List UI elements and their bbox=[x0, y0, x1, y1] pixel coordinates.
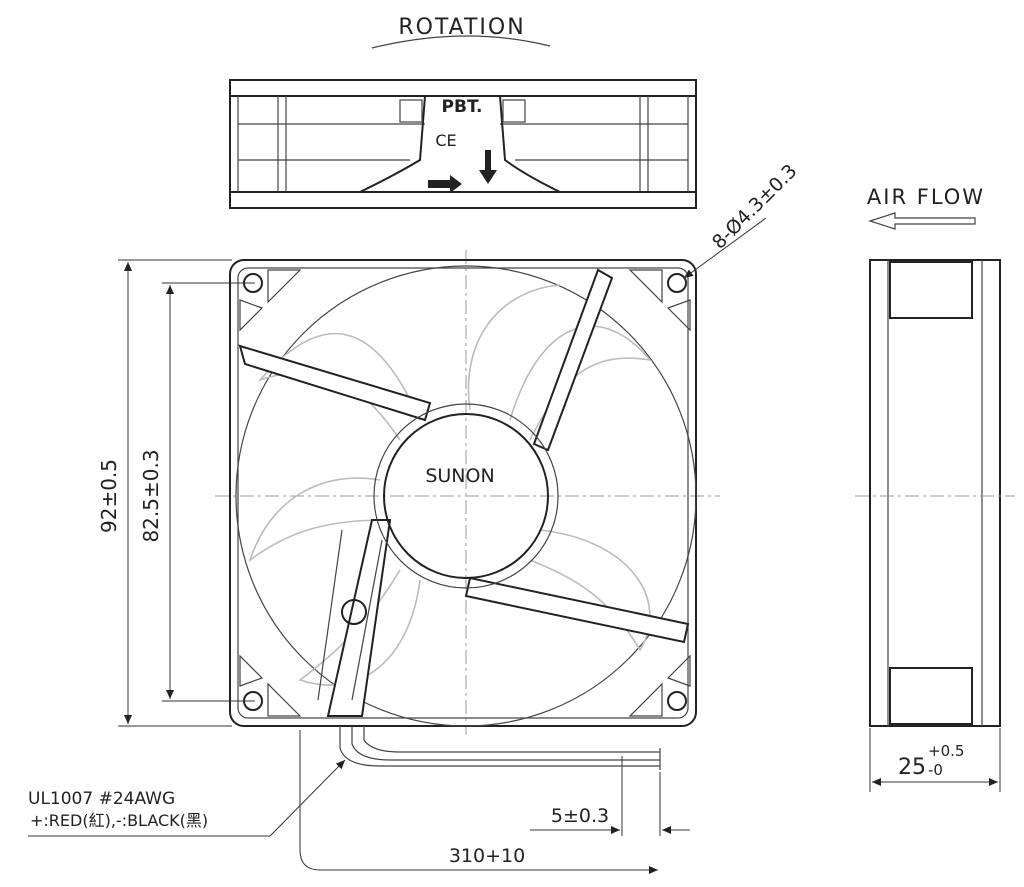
lead-dimensions: 5±0.3 310+10 bbox=[299, 730, 690, 874]
hub bbox=[383, 413, 549, 579]
airflow-label-group: AIR FLOW bbox=[867, 185, 985, 230]
left-dimensions: 92±0.5 82.5±0.3 bbox=[97, 259, 255, 727]
strip-length-label: 5±0.3 bbox=[551, 805, 609, 827]
side-view-frame bbox=[869, 259, 1001, 727]
hole-spec-callout: 8-Ø4.3±0.3 bbox=[683, 160, 802, 279]
strut-upper-left bbox=[238, 344, 432, 422]
wire-spec-callout: UL1007 #24AWG +:RED(紅),-:BLACK(黑) bbox=[28, 759, 346, 837]
airflow-direction-icon bbox=[868, 212, 976, 230]
airflow-arrow-icon bbox=[479, 150, 497, 184]
wire-spec-label: UL1007 #24AWG bbox=[28, 789, 175, 809]
top-view-frame bbox=[229, 79, 697, 209]
strut-lower-left bbox=[326, 519, 392, 717]
brand-label: SUNON bbox=[425, 465, 494, 487]
fan-opening bbox=[235, 265, 697, 727]
lead-wires bbox=[339, 726, 660, 767]
overall-size-label: 92±0.5 bbox=[97, 459, 121, 533]
hole-spec-label: 8-Ø4.3±0.3 bbox=[708, 160, 802, 254]
airflow-label: AIR FLOW bbox=[867, 185, 985, 209]
ce-mark: CE bbox=[435, 131, 456, 150]
strut-upper-right bbox=[532, 268, 614, 452]
rotation-arc bbox=[371, 35, 551, 49]
rotation-label-group: ROTATION bbox=[371, 15, 551, 49]
mount-hole-tr bbox=[667, 273, 687, 293]
material-label: PBT. bbox=[442, 97, 483, 117]
side-view: 25 +0.5 -0 bbox=[855, 259, 1015, 792]
strut-lower-right bbox=[464, 576, 690, 644]
depth-tol-lower: -0 bbox=[928, 761, 943, 779]
hole-spacing-label: 82.5±0.3 bbox=[139, 449, 163, 542]
wire-colors-label: +:RED(紅),-:BLACK(黑) bbox=[30, 811, 208, 830]
depth-main-label: 25 bbox=[898, 755, 926, 780]
rotation-arrow-icon bbox=[428, 175, 462, 193]
front-view: SUNON bbox=[215, 250, 720, 770]
lead-length-label: 310+10 bbox=[449, 845, 525, 867]
depth-tol-upper: +0.5 bbox=[928, 742, 964, 760]
rotation-label: ROTATION bbox=[398, 15, 525, 40]
mount-hole-br bbox=[667, 691, 687, 711]
top-view: PBT. CE bbox=[229, 79, 697, 209]
